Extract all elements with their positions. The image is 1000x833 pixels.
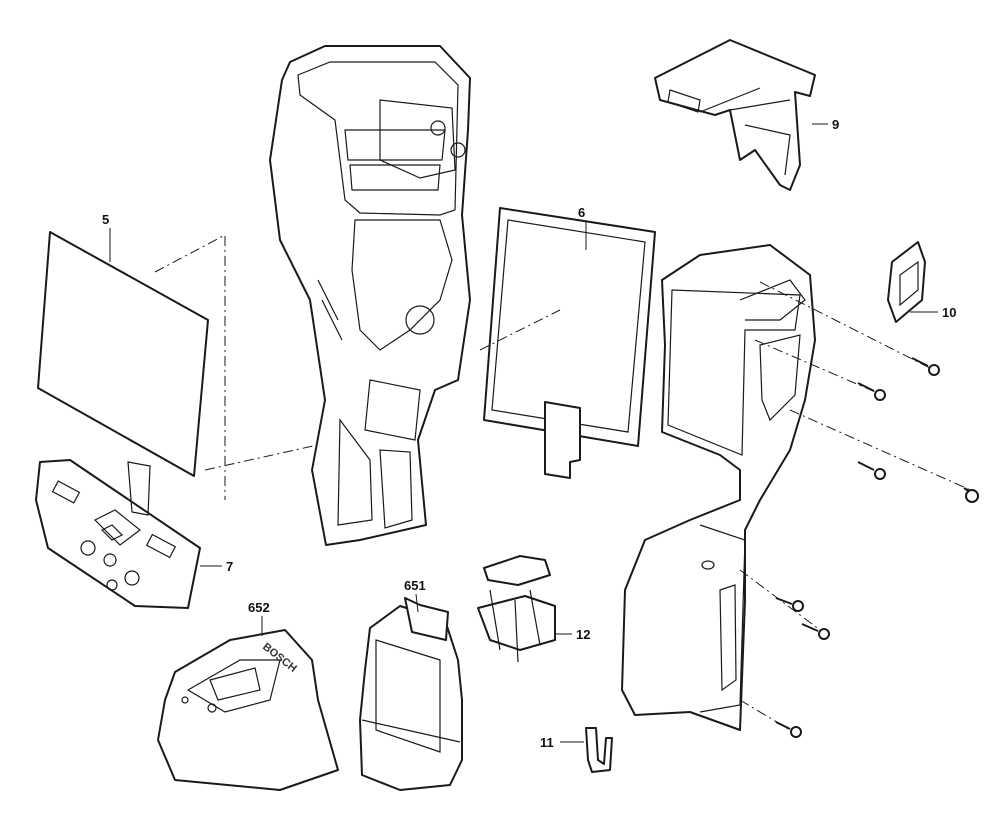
callout-12: 12 — [576, 627, 590, 642]
callout-10: 10 — [942, 305, 956, 320]
callout-6: 6 — [578, 205, 585, 220]
callout-labels: 5 6 7 9 10 11 12 651 652 — [102, 117, 956, 750]
part-10-clip — [887, 241, 938, 323]
callout-5: 5 — [102, 212, 109, 227]
part-652-charger: BOSCH — [157, 629, 339, 791]
screws — [739, 281, 979, 738]
screw-5 — [775, 597, 804, 612]
callout-11: 11 — [540, 735, 554, 750]
leader-lines — [109, 123, 828, 636]
rear-housing — [269, 45, 471, 546]
front-housing — [621, 244, 816, 731]
part-7-keypad — [35, 459, 201, 609]
part-12-battery-contact — [477, 555, 572, 663]
screw-4 — [963, 487, 979, 503]
part-6-display — [479, 207, 656, 479]
part-11-clip — [560, 727, 613, 773]
screw-3 — [857, 461, 886, 480]
part-5-front-plate — [37, 231, 341, 500]
screw-1 — [911, 357, 940, 376]
part-651-battery — [359, 597, 463, 791]
screw-2 — [857, 382, 886, 401]
part-9-bracket — [654, 39, 816, 191]
callout-652: 652 — [248, 600, 270, 615]
callout-651: 651 — [404, 578, 426, 593]
callout-7: 7 — [226, 559, 233, 574]
screw-6 — [801, 623, 830, 640]
screw-7 — [775, 721, 802, 738]
callout-9: 9 — [832, 117, 839, 132]
